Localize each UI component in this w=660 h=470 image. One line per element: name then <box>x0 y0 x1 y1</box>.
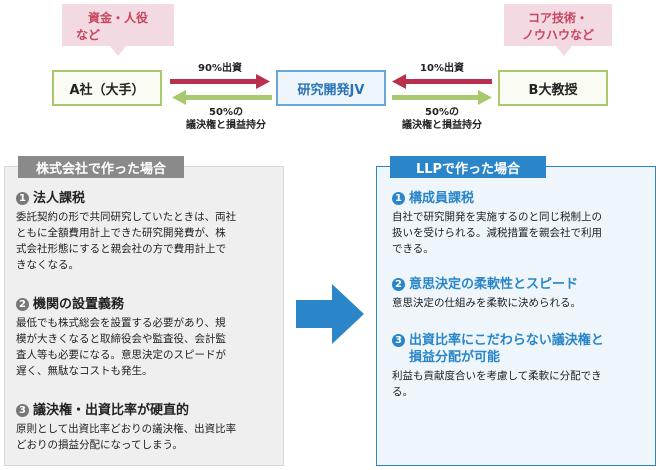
llp-tab-label: LLPで作った場合 <box>415 161 521 177</box>
llp-section-3-heading: 出資比率にこだわらない議決権と 損益分配が可能 <box>409 332 604 366</box>
corp-section-2-title: 2 機関の設置義務 <box>16 296 272 313</box>
label-a-return-line-2: 議決権と損益持分 <box>186 120 266 131</box>
corp-section-1-title: 1 法人課税 <box>16 190 272 207</box>
label-b-return: 50%の 議決権と損益持分 <box>380 106 504 132</box>
corp-section-2-line-2: 模が大きくなると取締役会や監査役、会計監 <box>16 333 226 345</box>
llp-section-2-title: 2 意思決定の柔軟性とスピード <box>392 276 648 293</box>
corp-section-2: 2 機関の設置義務 最低でも株式総会を設置する必要があり、規 模が大きくなると取… <box>16 296 272 379</box>
llp-section-1-line-3: できる。 <box>392 243 434 255</box>
bubble-a-resources: 資金・人役 など <box>62 4 174 56</box>
label-a-investment: 90%出資 <box>198 63 242 74</box>
flow-arrows <box>170 74 492 105</box>
number-3-icon: 3 <box>16 404 29 417</box>
corp-section-1-line-2: ともに全額費用計上できた研究開発費が、株 <box>16 227 226 239</box>
corp-section-3-heading: 議決権・出資比率が硬直的 <box>33 403 190 418</box>
entity-a-company: A社（大手） <box>52 70 162 106</box>
llp-section-1-heading: 構成員課税 <box>409 191 475 206</box>
llp-section-3-heading-line-2: 損益分配が可能 <box>409 350 501 365</box>
llp-section-3-line-2: る。 <box>392 386 413 398</box>
jv-box: 研究開発JV <box>276 70 386 106</box>
corp-section-1-heading: 法人課税 <box>33 191 86 206</box>
llp-section-3-line-1: 利益も貢献度合いを考慮して柔軟に分配でき <box>392 370 602 382</box>
label-b-investment: 10%出資 <box>420 63 464 74</box>
corp-section-2-line-1: 最低でも株式総会を設置する必要があり、規 <box>16 317 226 329</box>
arrow-jv-to-a <box>172 90 272 105</box>
transition-arrow <box>296 284 364 344</box>
llp-section-2-line-1: 意思決定の仕組みを柔軟に決められる。 <box>392 297 581 309</box>
llp-section-1-body: 自社で研究開発を実施するのと同じ税制上の 扱いを受けられる。減税措置を親会社で利… <box>392 209 648 257</box>
llp-section-3: 3 出資比率にこだわらない議決権と 損益分配が可能 利益も貢献度合いを考慮して柔… <box>392 332 648 400</box>
label-a-return-line-1: 50%の <box>209 107 243 118</box>
bubble-b-line-2: ノウハウなど <box>521 28 594 42</box>
corporation-panel <box>4 166 284 466</box>
corp-section-3-title: 3 議決権・出資比率が硬直的 <box>16 402 272 419</box>
corporation-tab-label: 株式会社で作った場合 <box>35 161 166 177</box>
corp-section-2-body: 最低でも株式総会を設置する必要があり、規 模が大きくなると取締役会や監査役、会計… <box>16 315 272 379</box>
number-1-icon: 1 <box>16 192 29 205</box>
llp-section-1-title: 1 構成員課税 <box>392 190 648 207</box>
corp-section-3-line-1: 原則として出資比率どおりの議決権、出資比率 <box>16 423 237 435</box>
llp-section-1-line-1: 自社で研究開発を実施するのと同じ税制上の <box>392 211 602 223</box>
corp-section-3: 3 議決権・出資比率が硬直的 原則として出資比率どおりの議決権、出資比率 どおり… <box>16 402 272 453</box>
arrow-jv-to-b <box>392 90 492 105</box>
corp-section-1-line-1: 委託契約の形で共同研究していたときは、両社 <box>16 211 237 223</box>
entity-b-professor: B大教授 <box>498 70 608 106</box>
corp-section-1-line-3: 式会社形態にすると親会社の方で費用計上で <box>16 243 227 255</box>
corp-section-3-body: 原則として出資比率どおりの議決権、出資比率 どおりの損益分配になってしまう。 <box>16 421 272 453</box>
llp-section-3-body: 利益も貢献度合いを考慮して柔軟に分配でき る。 <box>392 368 648 400</box>
llp-tab: LLPで作った場合 <box>390 156 546 178</box>
corp-section-1: 1 法人課税 委託契約の形で共同研究していたときは、両社 ともに全額費用計上でき… <box>16 190 272 273</box>
llp-section-1-line-2: 扱いを受けられる。減税措置を親会社で利用 <box>392 227 602 239</box>
label-b-return-line-1: 50%の <box>425 107 459 118</box>
llp-section-1: 1 構成員課税 自社で研究開発を実施するのと同じ税制上の 扱いを受けられる。減税… <box>392 190 648 257</box>
number-3-icon: 3 <box>392 334 405 347</box>
arrow-b-to-jv <box>392 74 492 89</box>
number-2-icon: 2 <box>16 298 29 311</box>
bubble-b-resources: コア技術・ ノウハウなど <box>504 4 612 56</box>
bubble-b-line-1: コア技術・ <box>527 11 588 25</box>
arrow-right-icon <box>296 284 364 344</box>
corp-section-1-body: 委託契約の形で共同研究していたときは、両社 ともに全額費用計上できた研究開発費が… <box>16 209 272 273</box>
label-a-return: 50%の 議決権と損益持分 <box>164 106 288 132</box>
corp-section-2-line-4: 遅く、無駄なコストも発生。 <box>16 365 153 377</box>
arrow-a-to-jv <box>170 74 270 89</box>
number-2-icon: 2 <box>392 278 405 291</box>
bubble-a-line-1: 資金・人役 <box>87 11 148 25</box>
llp-section-3-title: 3 出資比率にこだわらない議決権と 損益分配が可能 <box>392 332 648 366</box>
llp-section-3-heading-line-1: 出資比率にこだわらない議決権と <box>409 333 604 348</box>
llp-section-2: 2 意思決定の柔軟性とスピード 意思決定の仕組みを柔軟に決められる。 <box>392 276 648 311</box>
label-b-return-line-2: 議決権と損益持分 <box>402 120 482 131</box>
corp-section-2-line-3: 査人等も必要になる。意思決定のスピードが <box>16 349 226 361</box>
corporation-tab: 株式会社で作った場合 <box>18 156 184 178</box>
bubble-a-line-2: など <box>76 28 101 42</box>
entity-a-label: A社（大手） <box>69 82 145 98</box>
entity-b-label: B大教授 <box>528 82 578 98</box>
corp-section-2-heading: 機関の設置義務 <box>33 297 125 312</box>
llp-section-2-body: 意思決定の仕組みを柔軟に決められる。 <box>392 295 648 311</box>
corp-section-3-line-2: どおりの損益分配になってしまう。 <box>16 439 183 451</box>
corp-section-1-line-4: きなくなる。 <box>16 259 79 271</box>
number-1-icon: 1 <box>392 192 405 205</box>
jv-label: 研究開発JV <box>297 82 365 98</box>
llp-section-2-heading: 意思決定の柔軟性とスピード <box>409 277 579 292</box>
